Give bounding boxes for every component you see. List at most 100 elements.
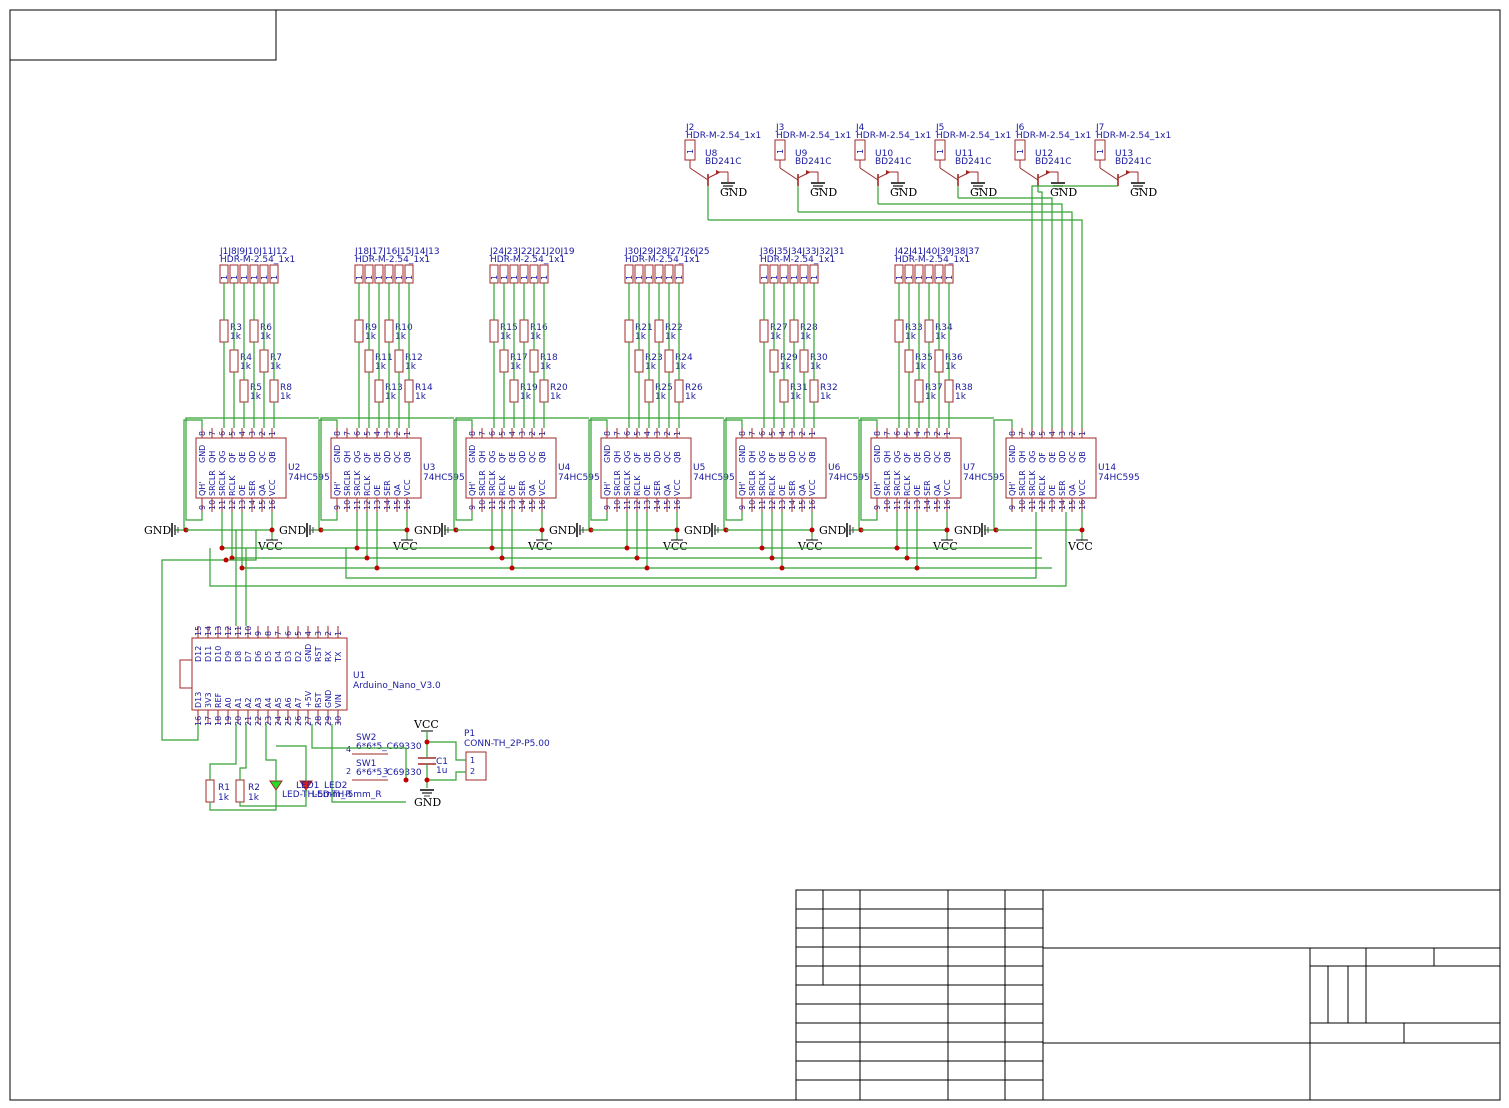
header-pin-number: 1 — [925, 275, 934, 280]
header-footprint: HDR-M-2.54_1x1 — [895, 255, 970, 265]
wire — [958, 197, 1053, 428]
bus-wiring — [185, 185, 1118, 587]
gnd-label: GND — [684, 524, 711, 537]
led-ref: LED1 — [296, 781, 319, 791]
gnd-symbol — [306, 523, 314, 537]
pin-name: D2 — [294, 651, 303, 662]
pin-name: A3 — [254, 697, 263, 708]
resistor-ref: R22 — [665, 323, 683, 333]
header-pin-number: 1 — [250, 275, 259, 280]
gnd-symbol — [1131, 182, 1145, 190]
resistor-value: 1k — [365, 332, 377, 342]
gnd-label: GND — [549, 524, 576, 537]
ic-body — [195, 437, 287, 499]
wire — [878, 203, 1063, 428]
pin-name: QH — [208, 451, 217, 463]
header-ref: J5 — [935, 123, 944, 133]
pin-name: QG — [758, 451, 767, 464]
junction-dot — [634, 555, 640, 561]
ic-ref: U5 — [693, 463, 705, 473]
pin-name: QH' — [333, 481, 342, 496]
pin-name: QA — [1068, 484, 1077, 496]
resistor-body — [539, 379, 549, 403]
junction-dot — [374, 565, 380, 571]
pin-name: D8 — [234, 651, 243, 662]
ic-part: 74HC595 — [963, 473, 1005, 483]
gnd-label: GND — [720, 186, 747, 199]
pin-name: A2 — [244, 697, 253, 708]
header-refs: J18J17J16J15J14J13 — [354, 247, 440, 257]
transistor-part: BD241C — [1035, 157, 1072, 167]
pin-name: QH — [613, 451, 622, 463]
resistor-ref: R23 — [645, 353, 663, 363]
pin-number: 11 — [234, 626, 243, 636]
resistor-ref: R13 — [385, 383, 403, 393]
resistor-ref: R27 — [770, 323, 788, 333]
pin-name: QD — [248, 451, 257, 463]
wire — [209, 512, 1067, 587]
gnd-symbol — [711, 523, 719, 537]
resistor-ref: R28 — [800, 323, 818, 333]
resistor-value: 1k — [375, 362, 387, 372]
header-pin-number: 1 — [800, 275, 809, 280]
wire — [849, 419, 878, 531]
resistor-ref: R17 — [510, 353, 528, 363]
pin-name: RST — [314, 692, 323, 708]
pin-name: QH — [343, 451, 352, 463]
resistor-body — [259, 349, 269, 373]
connector-footprint: CONN-TH_2P-P5.00 — [464, 739, 550, 749]
junction-dot — [914, 565, 920, 571]
pin-name: QG — [218, 451, 227, 464]
header-footprint: HDR-M-2.54_1x1 — [936, 131, 1011, 141]
wire — [714, 419, 743, 531]
pin-number: 6 — [284, 631, 293, 636]
switch-part: 6*6*5_C69330 — [356, 768, 422, 778]
resistor-ref: R32 — [820, 383, 838, 393]
resistor-ref: R2 — [248, 783, 260, 793]
transistor-base — [1099, 167, 1119, 181]
pin-name: SRCLK — [893, 470, 902, 496]
pin-name: GND — [324, 690, 333, 708]
resistor-ref: R25 — [655, 383, 673, 393]
resistor-body — [384, 319, 394, 343]
pin-name: OE — [238, 485, 247, 496]
junction-dot — [674, 527, 680, 533]
resistor-ref: R20 — [550, 383, 568, 393]
pin-name: QH' — [1008, 481, 1017, 496]
header-pin-number: 1 — [500, 275, 509, 280]
resistor-body — [489, 319, 499, 343]
resistor-ref: R33 — [905, 323, 923, 333]
pin-name: QD — [653, 451, 662, 463]
resistor-ref: R35 — [915, 353, 933, 363]
emitter-arrow — [1046, 170, 1050, 175]
resistor-body — [904, 349, 914, 373]
pin-number: 13 — [214, 626, 223, 636]
pin-name: REF — [214, 692, 223, 708]
resistor-value: 1k — [925, 392, 937, 402]
header-pin-number: 1 — [936, 149, 945, 154]
connector-body — [465, 751, 487, 781]
pin-name: A5 — [274, 697, 283, 708]
resistor-body — [364, 349, 374, 373]
shift-register-stages: U274HC595GND8QH'9QH7SRCLR10QG6SRCLK11QF5… — [144, 247, 1140, 553]
resistor-body — [239, 379, 249, 403]
pin-number: 8 — [264, 631, 273, 636]
ic-ref: U6 — [828, 463, 841, 473]
header-pin-number: 1 — [405, 275, 414, 280]
transistor-part: BD241C — [955, 157, 992, 167]
pin-number: 2 — [324, 631, 333, 636]
wire — [209, 724, 237, 780]
pin-name: QH — [748, 451, 757, 463]
pin-name: QE — [913, 452, 922, 463]
resistor-value: 1k — [790, 392, 802, 402]
resistor-value: 1k — [655, 392, 667, 402]
resistor-body — [894, 319, 904, 343]
ic-part: 74HC595 — [423, 473, 465, 483]
resistor-ref: R12 — [405, 353, 423, 363]
pin-name: QA — [528, 484, 537, 496]
junction-dot — [229, 555, 235, 561]
resistor-value: 1k — [510, 362, 522, 372]
pin-name: QE — [508, 452, 517, 463]
pin-name: OE — [913, 485, 922, 496]
